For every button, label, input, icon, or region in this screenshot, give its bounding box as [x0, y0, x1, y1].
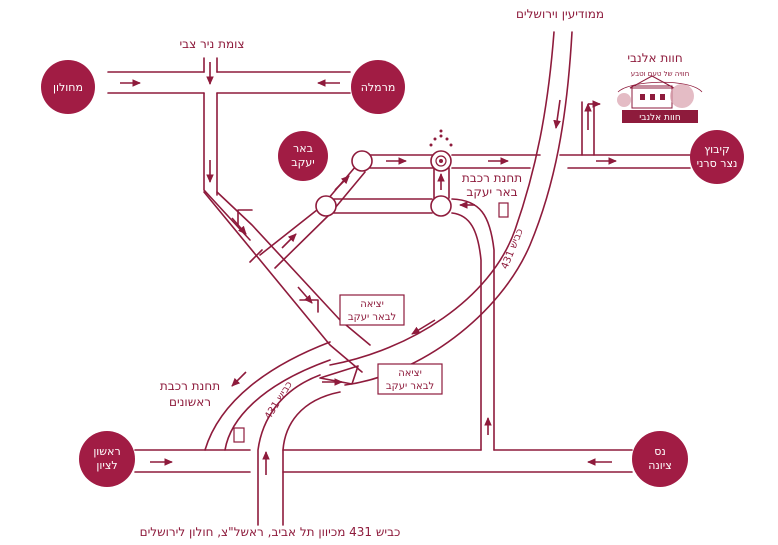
city-kibbutz-netzer-sereni: קיבוץ נצר סרני — [690, 130, 744, 184]
label-road-431-upper: כביש 431 — [500, 227, 526, 271]
roads — [107, 31, 691, 526]
city-beer-yaakov: באר יעקב — [278, 131, 328, 181]
label-from-modiin-jerusalem: ממודיעין וירושלים — [516, 7, 604, 21]
svg-text:לציון: לציון — [96, 459, 117, 472]
svg-text:לבאר יעקב: לבאר יעקב — [348, 312, 396, 323]
svg-text:מרמלה: מרמלה — [361, 81, 396, 94]
svg-text:מחולון: מחולון — [53, 81, 83, 94]
svg-text:חוות אלנבי: חוות אלנבי — [639, 113, 681, 123]
station-beer-yaakov-marker — [498, 202, 509, 218]
svg-text:חוויה של טעם וטבע: חוויה של טעם וטבע — [631, 70, 690, 78]
city-rishon-letzion: ראשון לציון — [79, 431, 135, 487]
svg-text:לבאר יעקב: לבאר יעקב — [386, 381, 434, 392]
svg-text:קיבוץ: קיבוץ — [704, 143, 730, 156]
station-rishonim-marker — [233, 427, 245, 443]
exit-sign-2: יציאה לבאר יעקב — [377, 363, 443, 395]
fountain-icon — [429, 129, 453, 147]
svg-text:ציונה: ציונה — [648, 459, 672, 472]
direction-arrows — [120, 62, 617, 475]
label-station-beer-yaakov-2: באר יעקב — [466, 185, 517, 199]
svg-text:יציאה: יציאה — [398, 368, 422, 379]
label-nir-tzvi-junction: צומת ניר צבי — [179, 37, 244, 51]
svg-text:ראשון: ראשון — [93, 445, 120, 458]
label-road-431-lower: כביש 431 — [263, 380, 295, 422]
svg-text:באר: באר — [293, 142, 313, 155]
city-nes-ziona: נס ציונה — [632, 431, 688, 487]
svg-text:נצר סרני: נצר סרני — [697, 157, 738, 170]
exit-sign-1: יציאה לבאר יעקב — [339, 294, 405, 326]
roundabouts — [315, 129, 453, 217]
label-station-rishonim-2: ראשונים — [169, 395, 211, 409]
label-allenby-farm: חוות אלנבי — [627, 51, 682, 65]
city-holon: מחולון — [41, 60, 95, 114]
allenby-farm-logo: חוויה של טעם וטבע חוות אלנבי — [617, 70, 703, 123]
label-station-rishonim-1: תחנת רכבת — [160, 379, 220, 393]
svg-text:יציאה: יציאה — [360, 299, 384, 310]
svg-text:יעקב: יעקב — [291, 156, 315, 169]
svg-text:נס: נס — [654, 445, 666, 458]
label-station-beer-yaakov-1: תחנת רכבת — [462, 171, 522, 185]
label-bottom-directions: כביש 431 מכיוון תל אביב, ראשל"צ, חולון ל… — [140, 525, 401, 539]
city-ramla: מרמלה — [351, 60, 405, 114]
